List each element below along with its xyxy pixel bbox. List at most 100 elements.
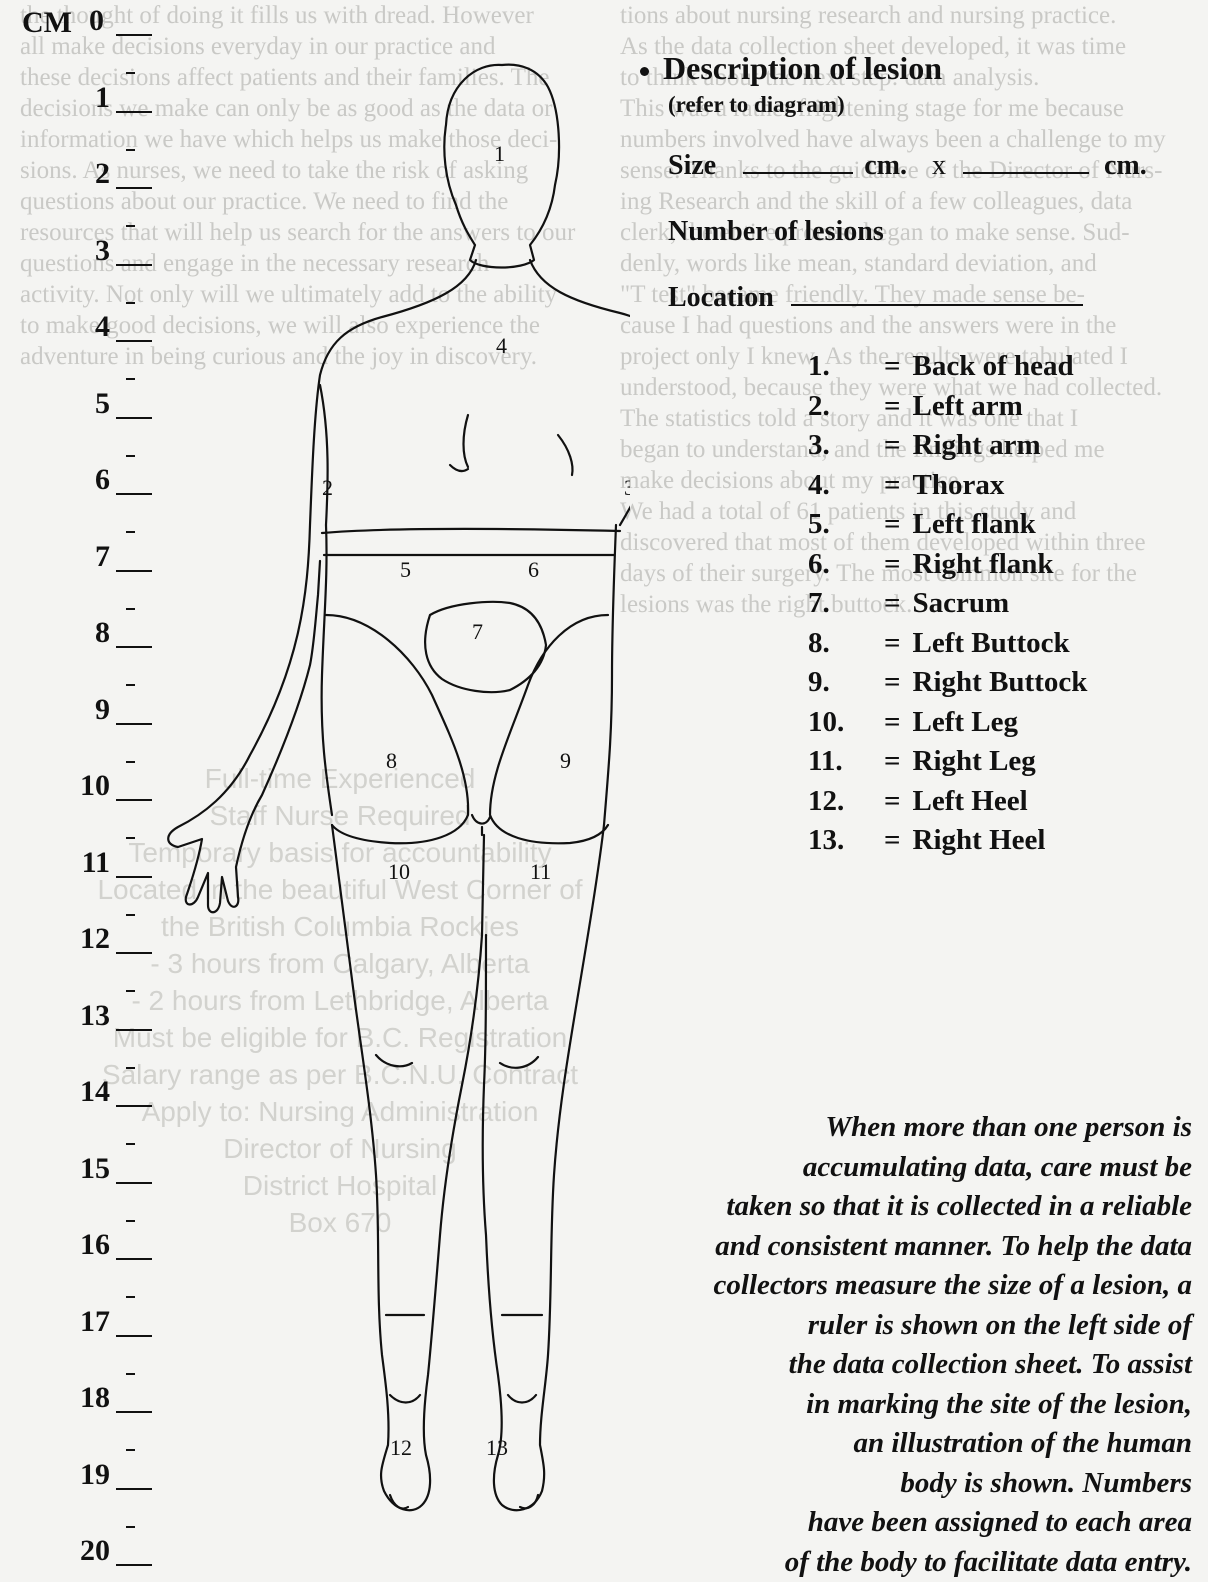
location-item: 9.=Right Buttock (808, 666, 1087, 706)
ruler-mark: 8 (0, 616, 160, 656)
location-equals: = (884, 508, 901, 540)
location-name: Left Heel (913, 785, 1028, 817)
ruler-tick (116, 340, 152, 342)
location-number: 1. (808, 350, 884, 383)
region-label-9: 9 (560, 748, 571, 773)
size-width-blank[interactable] (743, 150, 853, 174)
note-line: and consistent manner. To help the data (632, 1227, 1192, 1267)
location-equals: = (884, 350, 901, 382)
size-field: Size cm. x cm. (668, 150, 1147, 182)
location-equals: = (884, 745, 901, 777)
size-length-blank[interactable] (963, 150, 1089, 174)
note-line: in marking the site of the lesion, (632, 1385, 1192, 1425)
location-equals: = (884, 785, 901, 817)
ruler-mark: 0 (0, 4, 160, 44)
ruler-tick (116, 952, 152, 954)
ruler-mark: 12 (0, 922, 160, 962)
right-side-outline (530, 260, 630, 914)
region-label-5: 5 (400, 557, 411, 582)
ruler-tick (116, 34, 152, 36)
ruler-mark: 2 (0, 157, 160, 197)
bleed-through-line: denly, words like mean, standard deviati… (620, 248, 1190, 279)
region-label-4: 4 (496, 333, 507, 358)
ruler-number: 3 (95, 234, 110, 268)
ruler-tick (116, 1182, 152, 1184)
location-item: 10.=Left Leg (808, 706, 1087, 746)
region-label-3: 3 (624, 475, 630, 500)
ruler-half-tick (126, 1067, 135, 1069)
right-buttock-outline (490, 615, 608, 843)
location-equals: = (884, 548, 901, 580)
bleed-through-line: ing Research and the skill of a few coll… (620, 186, 1190, 217)
ruler-mark: 1 (0, 81, 160, 121)
ruler-tick (116, 799, 152, 801)
ruler-number: 1 (95, 81, 110, 115)
ruler-mark: 16 (0, 1228, 160, 1268)
location-item: 6.= Right flank (808, 548, 1087, 588)
right-leg-outline (483, 825, 604, 1510)
ruler-number: 20 (80, 1534, 110, 1568)
note-line: ruler is shown on the left side of (632, 1306, 1192, 1346)
ruler-half-tick (126, 1526, 135, 1528)
ruler-number: 11 (82, 846, 110, 880)
ruler-mark: 6 (0, 463, 160, 503)
note-line: taken so that it is collected in a relia… (632, 1187, 1192, 1227)
location-number: 6. (808, 548, 884, 581)
location-name: Back of head (913, 350, 1074, 382)
ruler-number: 7 (95, 540, 110, 574)
ruler-number: 15 (80, 1152, 110, 1186)
ruler-number: 0 (89, 4, 104, 38)
location-item: 12.=Left Heel (808, 785, 1087, 825)
lesion-count-label: Number of lesions (668, 216, 884, 247)
location-name: Left Buttock (913, 627, 1070, 659)
torso-right-line (604, 525, 616, 825)
region-label-10: 10 (388, 859, 410, 884)
location-name: Right arm (913, 429, 1041, 461)
location-name: Right flank (913, 548, 1054, 580)
note-line: an illustration of the human (632, 1424, 1192, 1464)
location-name: Thorax (913, 469, 1005, 501)
location-blank[interactable] (791, 282, 1083, 306)
size-times: x (932, 150, 946, 181)
ruler-tick (116, 570, 152, 572)
ruler-half-tick (126, 72, 135, 74)
ruler-tick (116, 876, 152, 878)
ruler-half-tick (126, 225, 135, 227)
note-line: have been assigned to each area (632, 1503, 1192, 1543)
ruler-mark: 5 (0, 387, 160, 427)
ruler-number: 2 (95, 157, 110, 191)
ruler-mark: 15 (0, 1152, 160, 1192)
ruler-half-tick (126, 990, 135, 992)
ruler-tick (116, 1258, 152, 1260)
location-item: 11.=Right Leg (808, 745, 1087, 785)
ruler-tick (116, 1105, 152, 1107)
location-equals: = (884, 390, 901, 422)
note-line: the data collection sheet. To assist (632, 1345, 1192, 1385)
region-label-12: 12 (390, 1435, 412, 1460)
region-label-11: 11 (530, 859, 551, 884)
ruler-tick (116, 646, 152, 648)
ruler-tick (116, 417, 152, 419)
ruler-number: 18 (80, 1381, 110, 1415)
note-line: accumulating data, care must be (632, 1148, 1192, 1188)
ruler-number: 5 (95, 387, 110, 421)
ruler-tick (116, 723, 152, 725)
ruler-half-tick (126, 914, 135, 916)
note-line: body is shown. Numbers (632, 1464, 1192, 1504)
location-name: Sacrum (913, 587, 1010, 619)
region-label-7: 7 (472, 619, 483, 644)
ruler-half-tick (126, 1449, 135, 1451)
ruler-mark: 11 (0, 846, 160, 886)
form-subtitle: (refer to diagram) (668, 92, 845, 118)
ruler-half-tick (126, 302, 135, 304)
ruler-number: 19 (80, 1458, 110, 1492)
bleed-through-line: tions about nursing research and nursing… (620, 0, 1190, 31)
ruler-half-tick (126, 1220, 135, 1222)
region-label-13: 13 (486, 1435, 508, 1460)
location-number: 8. (808, 627, 884, 660)
location-equals: = (884, 429, 901, 461)
ruler-half-tick (126, 149, 135, 151)
ruler-mark: 13 (0, 999, 160, 1039)
left-leg-outline (332, 825, 484, 1510)
